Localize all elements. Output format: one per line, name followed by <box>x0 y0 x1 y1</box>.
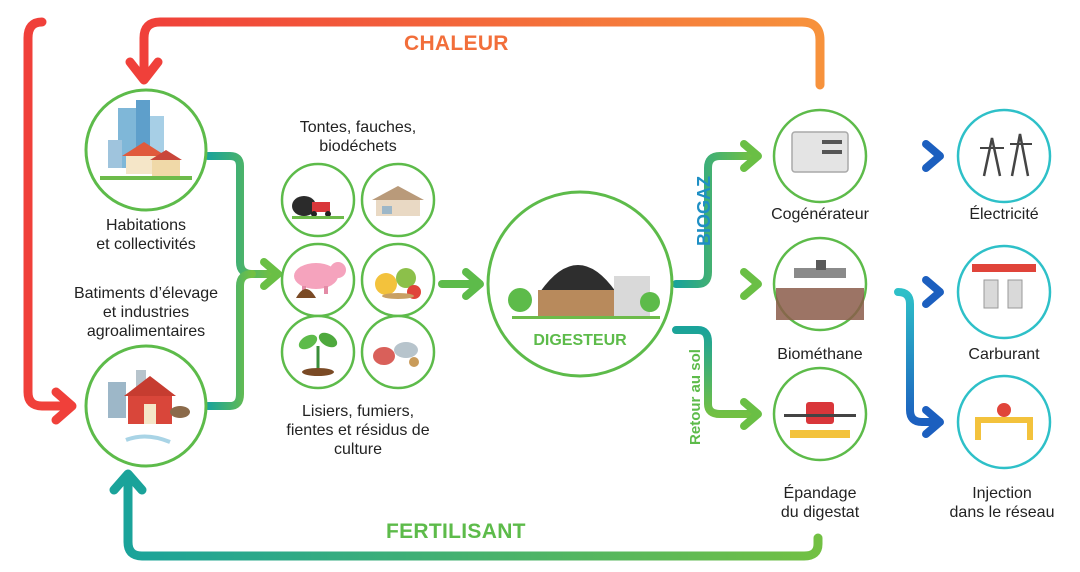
inputs-to-digester-arrow <box>438 268 484 300</box>
biomethane-label: Biométhane <box>777 346 863 363</box>
spreading-label: Épandage du digestat <box>780 485 860 521</box>
digester-icon <box>486 190 674 378</box>
industry-icon <box>360 162 436 238</box>
return-to-soil-label: Retour au sol <box>687 349 704 445</box>
green-waste-label: Tontes, fauches, biodéchets <box>299 119 417 155</box>
manure-icon <box>296 289 316 298</box>
heat-loop-arrow <box>23 17 825 425</box>
housing-label: Habitations et collectivités <box>96 217 196 253</box>
fruits-icon <box>360 242 436 318</box>
cogenerator-icon <box>772 108 868 204</box>
biogas-branch-arrow <box>672 140 762 300</box>
energy-output-arrows <box>866 140 944 438</box>
farm-icon <box>84 344 208 468</box>
sources-to-inputs-arrow <box>204 152 282 410</box>
fertilizer-loop-label: FERTILISANT <box>386 520 526 543</box>
digester-label: DIGESTEUR <box>533 332 627 349</box>
biomethane-icon <box>772 236 868 332</box>
injection-label: Injection dans le réseau <box>949 485 1055 521</box>
electricity-label: Électricité <box>969 206 1039 223</box>
fruit-basket-icon <box>382 293 414 299</box>
biogas-label: BIOGAZ <box>694 176 714 246</box>
pig-icon <box>280 242 356 318</box>
gas-injection-icon <box>956 374 1052 470</box>
power-line-icon <box>956 108 1052 204</box>
manure-label: Lisiers, fumiers, fientes et résidus de … <box>286 403 430 458</box>
heat-loop-label: CHALEUR <box>404 32 509 55</box>
fuel-pump-icon <box>956 244 1052 340</box>
fertilizer-loop-arrow <box>109 469 823 561</box>
housing-icon <box>84 88 208 212</box>
cogenerator-label: Cogénérateur <box>771 206 869 223</box>
plant-sprout-icon <box>280 314 356 390</box>
garbage-mower-icon <box>280 162 356 238</box>
return-to-soil-branch-arrow <box>672 326 762 430</box>
food-scraps-icon <box>360 314 436 390</box>
farms-label: Batiments d’élevage et industries agroal… <box>73 285 219 340</box>
tractor-icon <box>772 366 868 462</box>
fuel-label: Carburant <box>968 346 1040 363</box>
